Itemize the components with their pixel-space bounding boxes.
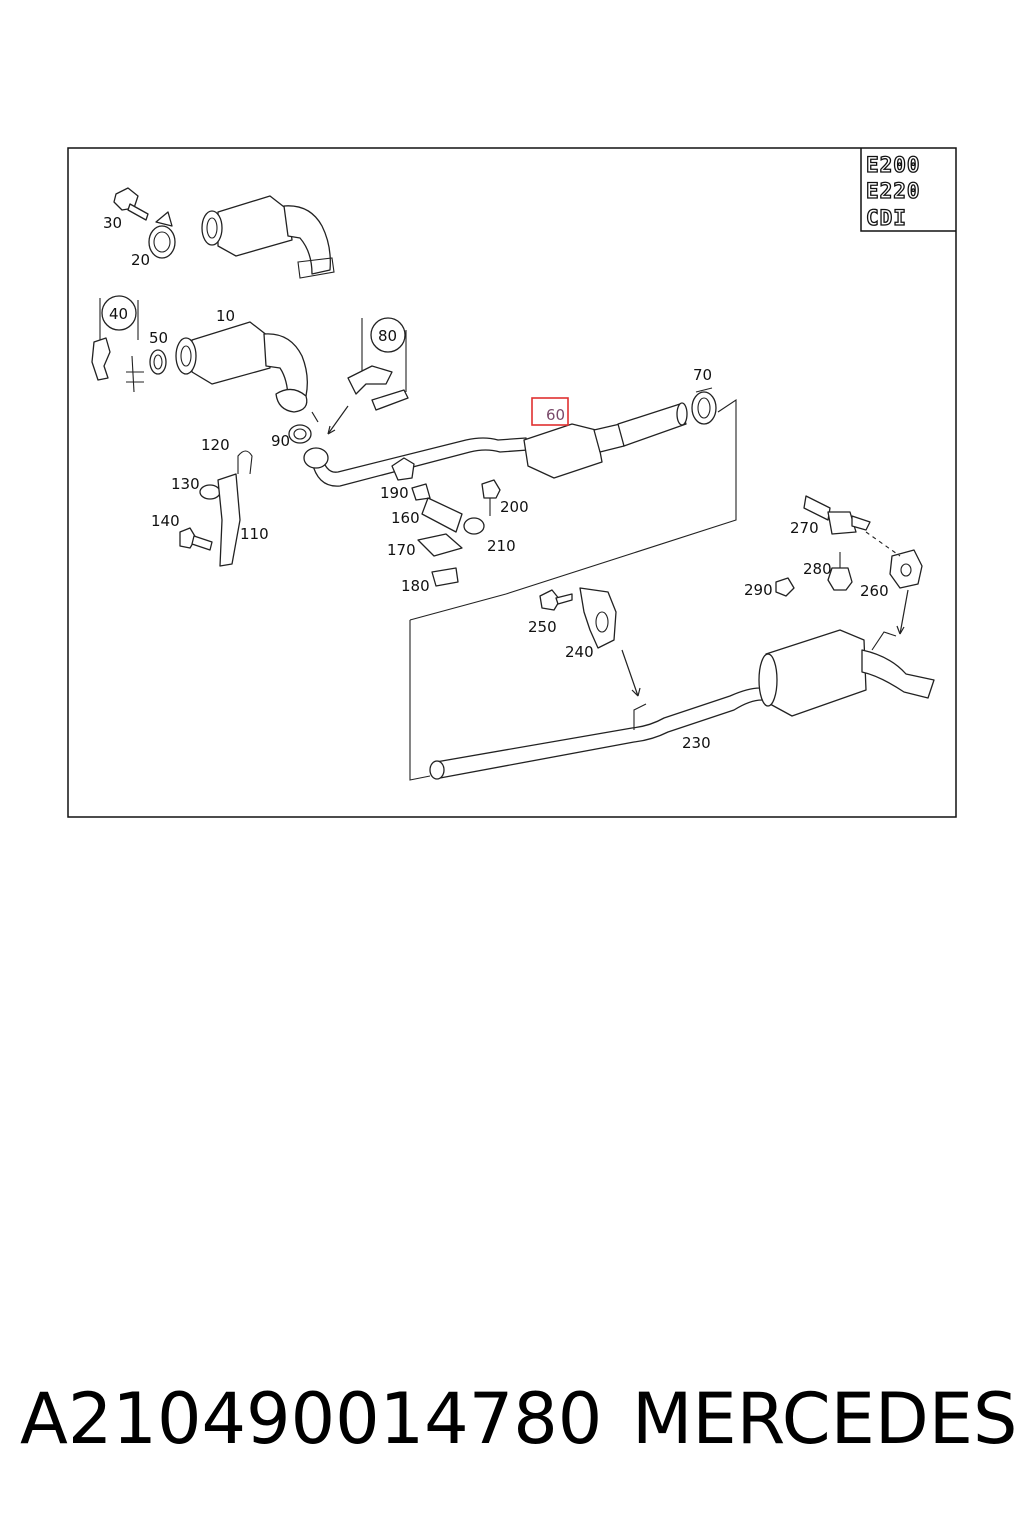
model-line-1: E200: [866, 153, 921, 177]
brand-name: MERCEDES: [632, 1378, 1018, 1460]
label-10: 10: [216, 307, 235, 325]
label-120: 120: [201, 436, 230, 454]
muffler-drawing: [758, 629, 935, 717]
label-180: 180: [401, 577, 430, 595]
bolt-140-drawing: [179, 527, 213, 551]
bracket-40-drawing: [91, 298, 144, 393]
label-170: 170: [387, 541, 416, 559]
label-290: 290: [744, 581, 773, 599]
bolt-30-drawing: [113, 187, 149, 221]
bolt-250-drawing: [539, 589, 573, 611]
label-230: 230: [682, 734, 711, 752]
gasket-90-drawing: [288, 424, 312, 444]
hanger-240-drawing: [579, 587, 617, 649]
label-20: 20: [131, 251, 150, 269]
label-70: 70: [693, 366, 712, 384]
footer-caption: A210490014780 MERCEDES: [20, 1378, 1017, 1468]
highlight-box-60: [531, 397, 569, 426]
label-60: 60: [546, 406, 565, 424]
gasket-50-drawing: [149, 349, 167, 375]
front-pipe-drawing: [303, 437, 529, 487]
bracket-80-drawing: [347, 318, 409, 411]
clamp-20-drawing: [148, 211, 176, 259]
screw-280-drawing: [827, 552, 853, 591]
model-badge: E200 E220 CDI: [860, 148, 956, 232]
rear-pipe-230-drawing: [429, 685, 781, 780]
upper-converter-drawing: [201, 195, 335, 279]
diagram-frame: [67, 147, 957, 818]
label-90: 90: [271, 432, 290, 450]
label-260: 260: [860, 582, 889, 600]
nut-210-drawing: [463, 517, 485, 535]
hanger-270-drawing: [803, 495, 871, 535]
label-240: 240: [565, 643, 594, 661]
callout-circle-40: [101, 295, 137, 331]
nut-130-drawing: [199, 484, 221, 500]
part-labels: 10 20 30 40 50 60 70 80 90 110 120 130 1…: [103, 214, 889, 752]
label-30: 30: [103, 214, 122, 232]
label-110: 110: [240, 525, 269, 543]
label-160: 160: [391, 509, 420, 527]
label-250: 250: [528, 618, 557, 636]
connector-arrows: [311, 405, 909, 697]
plate-160-drawing: [421, 497, 463, 533]
model-line-2: E220: [866, 179, 921, 203]
hanger-170-drawing: [417, 533, 463, 557]
bracket-110-drawing: [217, 473, 241, 567]
clip-190-drawing: [411, 483, 431, 501]
callout-circle-80: [370, 317, 406, 353]
mount-260-drawing: [889, 549, 923, 589]
label-140: 140: [151, 512, 180, 530]
label-50: 50: [149, 329, 168, 347]
clamp-70-drawing: [691, 387, 717, 425]
label-280: 280: [803, 560, 832, 578]
converter-60-drawing: [523, 402, 688, 479]
label-270: 270: [790, 519, 819, 537]
label-190: 190: [380, 484, 409, 502]
part-number: A210490014780: [20, 1378, 603, 1460]
label-200: 200: [500, 498, 529, 516]
model-line-3: CDI: [866, 206, 907, 230]
label-80: 80: [378, 327, 397, 345]
u-bolt-120-drawing: [237, 450, 253, 475]
bolt-200-drawing: [481, 479, 501, 516]
nut-290-drawing: [775, 577, 795, 597]
label-130: 130: [171, 475, 200, 493]
converter-10-drawing: [175, 321, 308, 413]
label-40: 40: [109, 305, 128, 323]
hanger-180-drawing: [431, 567, 459, 587]
label-210: 210: [487, 537, 516, 555]
